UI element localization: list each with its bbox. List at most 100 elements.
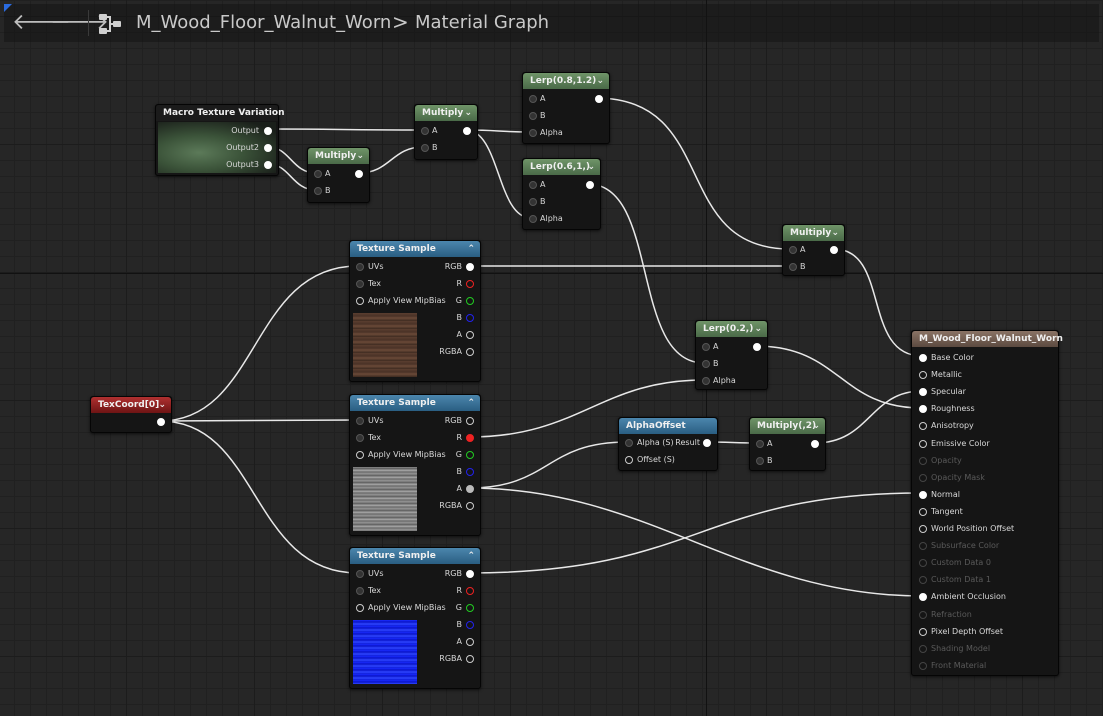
multiply-node-2[interactable]: Multiply⌄ A B <box>414 104 478 160</box>
texsample-1-r-pin[interactable] <box>466 280 474 288</box>
lerp-2-alpha-pin[interactable] <box>529 215 537 223</box>
texsample-2-tex-pin[interactable] <box>356 434 364 442</box>
texsample-1-mipbias-pin[interactable] <box>356 297 364 305</box>
texsample-1-rgba-pin[interactable] <box>466 348 474 356</box>
multiply-2-b-pin[interactable] <box>421 144 429 152</box>
chevron-down-icon[interactable]: ⌄ <box>812 421 820 431</box>
macro-output-pin[interactable] <box>264 127 272 135</box>
texsample-3-b-pin[interactable] <box>466 621 474 629</box>
lerp-1-output-pin[interactable] <box>595 95 603 103</box>
multiply-4-b-pin[interactable] <box>756 457 764 465</box>
texsample-2-b-pin[interactable] <box>466 468 474 476</box>
lerp-3-b-pin[interactable] <box>702 360 710 368</box>
texture-sample-node-2[interactable]: Texture Sample⌃ UVs Tex Apply View MipBi… <box>349 394 481 536</box>
texsample-3-rgba-pin[interactable] <box>466 655 474 663</box>
material-anisotropy-pin[interactable] <box>919 422 927 431</box>
alphaoffset-offset-pin[interactable] <box>625 456 633 464</box>
texsample-2-rgb-pin[interactable] <box>466 417 474 425</box>
lerp-2-a-pin[interactable] <box>529 181 537 189</box>
lerp-node-1[interactable]: Lerp(0.8,1.2)⌄ A B Alpha <box>522 72 610 144</box>
macro-texture-variation-node[interactable]: Macro Texture Variation Output Output2 O… <box>155 104 284 176</box>
texsample-2-a-pin[interactable] <box>466 485 474 493</box>
chevron-down-icon[interactable]: ⌄ <box>356 151 364 161</box>
forward-button[interactable]: 🡒 <box>50 10 109 36</box>
texsample-1-tex-pin[interactable] <box>356 280 364 288</box>
material-emissive-color-pin[interactable] <box>919 439 927 448</box>
texsample-3-a-pin[interactable] <box>466 638 474 646</box>
chevron-down-icon[interactable]: ⌄ <box>831 228 839 238</box>
lerp-3-output-pin[interactable] <box>753 343 761 351</box>
lerp-3-alpha-pin[interactable] <box>702 377 710 385</box>
alphaoffset-result-pin[interactable] <box>703 439 711 447</box>
material-base-color-pin[interactable] <box>919 354 927 362</box>
chevron-down-icon[interactable]: ⌄ <box>596 76 604 86</box>
texture-sample-node-3[interactable]: Texture Sample⌃ UVs Tex Apply View MipBi… <box>349 547 481 689</box>
texsample-2-rgba-pin[interactable] <box>466 502 474 510</box>
texture-sample-node-1[interactable]: Texture Sample⌃ UVs Tex Apply View MipBi… <box>349 240 481 382</box>
texcoord-output-pin[interactable] <box>157 418 165 426</box>
lerp-1-a-pin[interactable] <box>529 95 537 103</box>
chevron-up-icon[interactable]: ⌃ <box>467 244 475 254</box>
multiply-node-4[interactable]: Multiply(,2)⌄ A B <box>749 417 826 471</box>
material-normal-pin[interactable] <box>919 490 927 499</box>
texsample-3-mipbias-pin[interactable] <box>356 604 364 612</box>
material-roughness-pin[interactable] <box>919 405 927 414</box>
lerp-2-output-pin[interactable] <box>586 181 594 189</box>
multiply-node-1[interactable]: Multiply⌄ A B <box>307 147 370 203</box>
multiply-2-output-pin[interactable] <box>463 127 471 135</box>
multiply-3-output-pin[interactable] <box>830 246 838 254</box>
material-pixel-depth-offset-pin[interactable] <box>919 627 927 636</box>
texsample-1-g-pin[interactable] <box>466 297 474 305</box>
texsample-1-b-pin[interactable] <box>466 314 474 322</box>
material-opacity-pin[interactable] <box>919 456 927 465</box>
multiply-4-output-pin[interactable] <box>811 440 819 448</box>
material-front-material-pin[interactable] <box>919 661 927 670</box>
texsample-3-g-pin[interactable] <box>466 604 474 612</box>
material-opacity-mask-pin[interactable] <box>919 473 927 482</box>
texsample-2-mipbias-pin[interactable] <box>356 451 364 459</box>
lerp-1-b-pin[interactable] <box>529 112 537 120</box>
lerp-node-2[interactable]: Lerp(0.6,1,)⌄ A B Alpha <box>522 158 601 230</box>
texsample-2-g-pin[interactable] <box>466 451 474 459</box>
texsample-2-r-pin[interactable] <box>466 434 474 442</box>
multiply-1-a-pin[interactable] <box>314 170 322 178</box>
multiply-1-output-pin[interactable] <box>355 170 363 178</box>
material-refraction-pin[interactable] <box>919 610 927 619</box>
breadcrumb-asset-name[interactable]: M_Wood_Floor_Walnut_Worn <box>136 12 392 33</box>
multiply-2-a-pin[interactable] <box>421 127 429 135</box>
chevron-up-icon[interactable]: ⌃ <box>467 398 475 408</box>
back-button[interactable]: 🡐 <box>12 10 71 36</box>
texsample-3-uvs-pin[interactable] <box>356 570 364 578</box>
material-shading-model-pin[interactable] <box>919 644 927 653</box>
alpha-offset-node[interactable]: AlphaOffset Alpha (S) Offset (S) Result <box>618 417 718 471</box>
material-tangent-pin[interactable] <box>919 507 927 516</box>
texsample-3-rgb-pin[interactable] <box>466 570 474 578</box>
chevron-down-icon[interactable]: ⌄ <box>158 400 166 410</box>
breadcrumb-graph-name[interactable]: Material Graph <box>415 12 550 33</box>
lerp-node-3[interactable]: Lerp(0.2,)⌄ A B Alpha <box>695 320 768 390</box>
multiply-node-3[interactable]: Multiply⌄ A B <box>782 224 845 276</box>
chevron-up-icon[interactable]: ⌃ <box>467 551 475 561</box>
texsample-1-a-pin[interactable] <box>466 331 474 339</box>
material-world-position-offset-pin[interactable] <box>919 525 927 533</box>
macro-output2-pin[interactable] <box>264 144 272 152</box>
multiply-4-a-pin[interactable] <box>756 440 764 448</box>
texsample-2-uvs-pin[interactable] <box>356 417 364 425</box>
lerp-2-b-pin[interactable] <box>529 198 537 206</box>
chevron-down-icon[interactable]: ⌄ <box>464 108 472 118</box>
texsample-3-tex-pin[interactable] <box>356 587 364 595</box>
multiply-3-a-pin[interactable] <box>789 246 797 254</box>
material-metallic-pin[interactable] <box>919 371 927 380</box>
material-custom-data-0-pin[interactable] <box>919 559 927 568</box>
chevron-down-icon[interactable]: ⌄ <box>587 162 595 172</box>
material-custom-data-1-pin[interactable] <box>919 576 927 585</box>
multiply-1-b-pin[interactable] <box>314 187 322 195</box>
material-ambient-occlusion-pin[interactable] <box>919 593 927 602</box>
material-specular-pin[interactable] <box>919 388 927 397</box>
texsample-1-rgb-pin[interactable] <box>466 263 474 271</box>
texsample-1-uvs-pin[interactable] <box>356 263 364 271</box>
macro-output3-pin[interactable] <box>264 161 272 169</box>
multiply-3-b-pin[interactable] <box>789 263 797 271</box>
